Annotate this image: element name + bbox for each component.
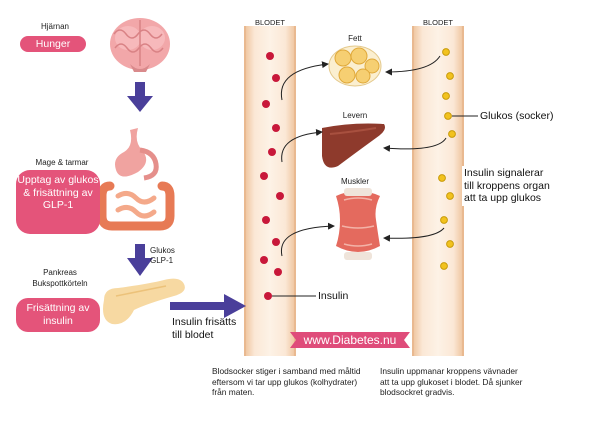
caption-right: Insulin uppmanar kroppens vävnader att t… — [380, 366, 523, 397]
arrow-glucose-to-muscle — [383, 227, 445, 242]
arrow-glucose-to-liver — [383, 137, 447, 152]
gut-title: Mage & tarmar — [35, 158, 89, 167]
blood-vessel-left — [244, 26, 296, 356]
insulin-label: Insulin — [318, 290, 349, 302]
fat-label: Fett — [348, 34, 362, 43]
stomach-icon — [115, 128, 159, 181]
muscle-icon — [336, 188, 380, 260]
arrow-glucose-to-fat — [385, 55, 441, 76]
brain-icon — [110, 18, 170, 72]
caption-left: Blodsocker stiger i samband med måltid e… — [212, 366, 361, 397]
arrow-pancreas-to-blood — [170, 294, 246, 318]
insulin-signal-text: Insulin signalerar till kroppens organ a… — [462, 166, 552, 206]
insulin-molecules — [260, 52, 284, 300]
muscle-label: Muskler — [340, 177, 369, 186]
arrow-insulin-to-fat — [280, 61, 329, 101]
banner-text: www.Diabetes.nu — [303, 333, 397, 347]
glucose-label: Glukos (socker) — [480, 110, 554, 122]
hormones-label: Glukos GLP-1 — [150, 246, 175, 265]
arrow-insulin-to-muscle — [280, 222, 335, 257]
fat-cells-icon — [328, 45, 382, 87]
glucose-molecules — [438, 48, 456, 270]
vessel-label-left: BLODET — [254, 18, 285, 27]
intestines-icon — [97, 181, 175, 231]
insulin-release-text: Insulin frisätts till blodet — [172, 316, 237, 341]
vessel-label-right: BLODET — [422, 18, 453, 27]
diabetes-banner[interactable]: www.Diabetes.nu — [290, 330, 410, 350]
liver-icon — [322, 123, 385, 168]
gut-badge: Upptag av glukos & frisättning av GLP-1 — [16, 170, 100, 234]
brain-title: Hjärnan — [40, 22, 69, 31]
blood-vessel-right — [412, 26, 464, 356]
arrow-brain-to-gut — [127, 82, 153, 112]
arrow-insulin-to-liver — [281, 129, 323, 163]
pancreas-title: Pankreas Bukspottkörteln — [32, 268, 88, 288]
liver-label: Levern — [342, 111, 368, 120]
pancreas-badge: Frisättning av insulin — [16, 298, 100, 332]
hunger-badge: Hunger — [20, 36, 86, 52]
pancreas-icon — [103, 278, 185, 325]
arrow-gut-to-pancreas — [127, 244, 153, 276]
